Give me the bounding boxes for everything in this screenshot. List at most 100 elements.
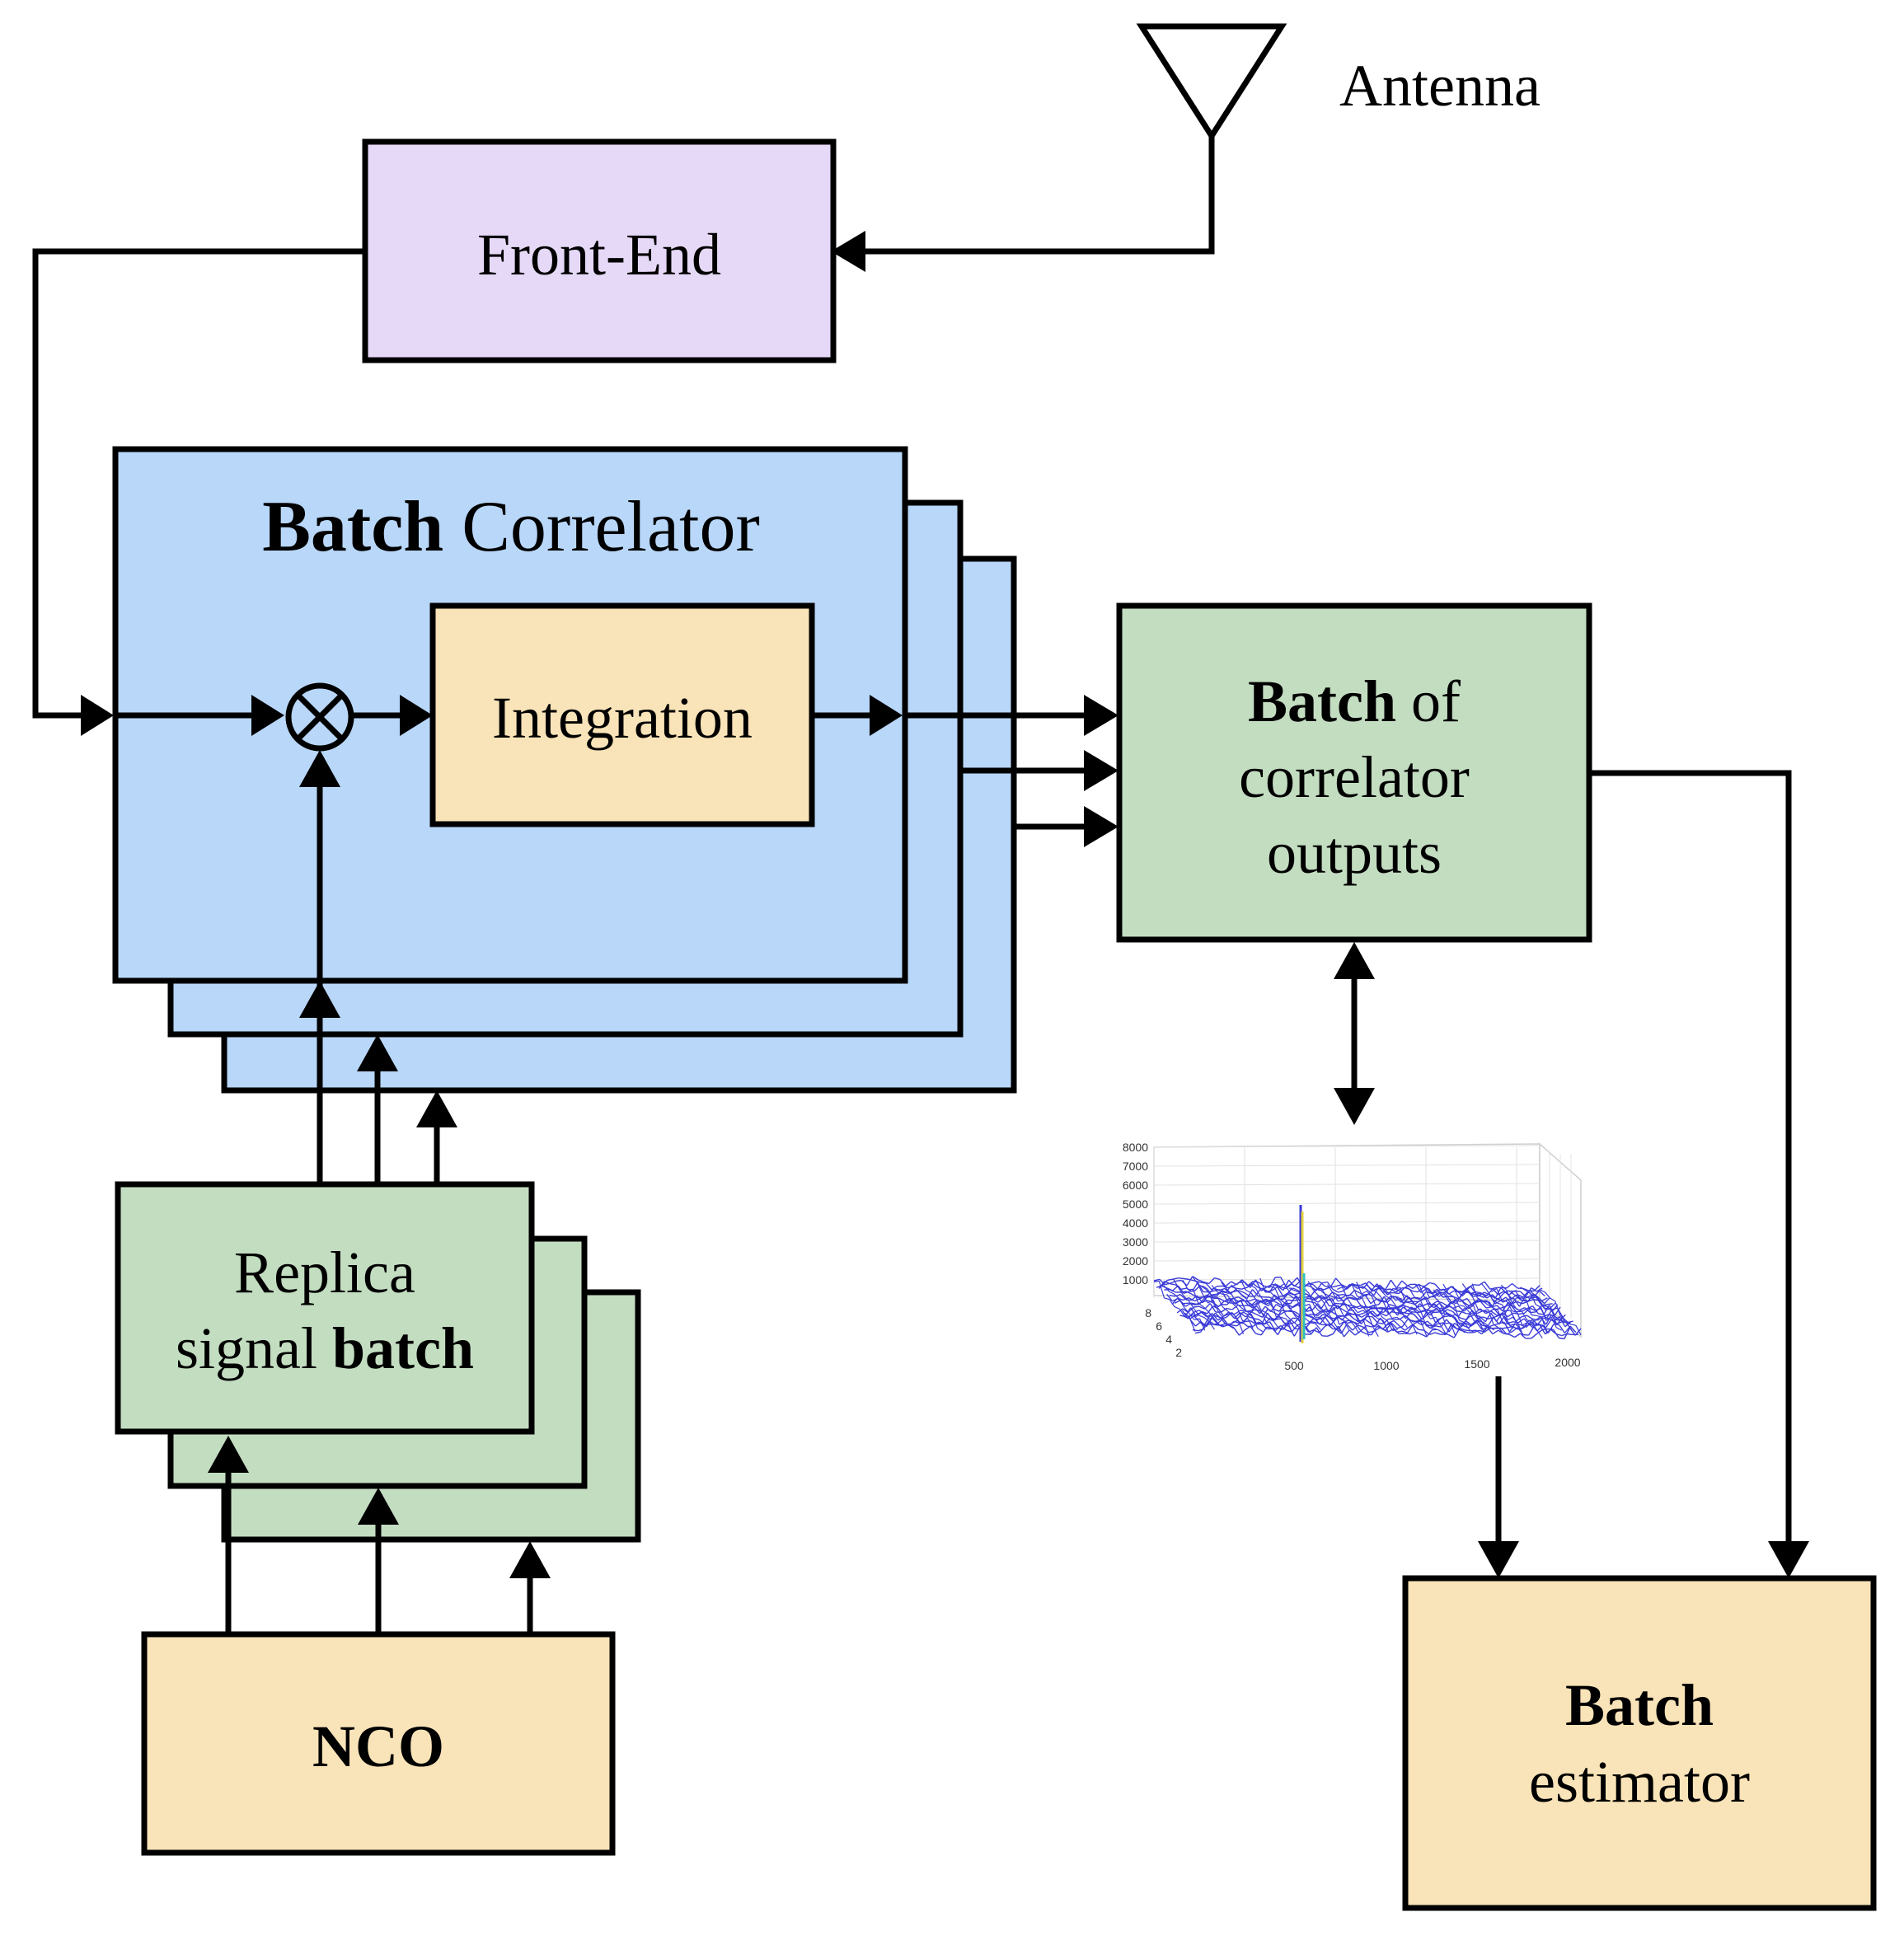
plot-noise-segment xyxy=(1468,1305,1475,1310)
plot-noise-segment xyxy=(1429,1282,1436,1285)
plot-noise-segment xyxy=(1570,1324,1576,1326)
plot-noise-segment xyxy=(1376,1298,1382,1301)
plot-noise-segment xyxy=(1395,1287,1400,1290)
plot-noise-segment xyxy=(1434,1332,1441,1335)
plot-noise-segment xyxy=(1550,1316,1557,1329)
plot-noise-segment xyxy=(1278,1283,1285,1288)
plot-noise-segment xyxy=(1493,1317,1500,1325)
plot-noise-segment xyxy=(1269,1317,1276,1320)
plot-noise-segment xyxy=(1478,1294,1484,1298)
plot-noise-segment xyxy=(1271,1297,1278,1303)
plot-noise-segment xyxy=(1292,1299,1299,1301)
plot-noise-segment xyxy=(1503,1290,1509,1295)
plot-noise-segment xyxy=(1414,1283,1420,1287)
plot-noise-segment xyxy=(1448,1333,1455,1338)
plot-noise-segment xyxy=(1520,1333,1526,1339)
plot-noise-segment xyxy=(1562,1316,1569,1324)
plot-gridline xyxy=(1153,1221,1541,1224)
plot-noise-segment xyxy=(1339,1320,1345,1325)
plot-noise-segment xyxy=(1444,1305,1451,1310)
plot-noise-segment xyxy=(1464,1322,1470,1331)
plot-noise-segment xyxy=(1222,1324,1229,1328)
plot-noise-segment xyxy=(1196,1301,1203,1305)
plot-noise-segment xyxy=(1383,1307,1390,1315)
plot-noise-segment xyxy=(1212,1299,1219,1312)
plot-noise-segment xyxy=(1392,1296,1399,1298)
batch-outputs-line3: outputs xyxy=(1267,820,1442,886)
plot-noise-segment xyxy=(1214,1277,1221,1281)
plot-noise-segment xyxy=(1178,1298,1185,1308)
plot-noise-segment xyxy=(1405,1306,1412,1313)
plot-noise-segment xyxy=(1362,1298,1368,1310)
plot-noise-segment xyxy=(1221,1282,1227,1290)
plot-noise-segment xyxy=(1491,1298,1498,1304)
plot-noise-segment xyxy=(1506,1282,1513,1289)
plot-noise-segment xyxy=(1266,1312,1273,1319)
plot-noise-segment xyxy=(1397,1305,1404,1309)
integration-label: Integration xyxy=(492,685,753,751)
plot-noise-segment xyxy=(1354,1323,1362,1332)
plot-noise-segment xyxy=(1375,1284,1381,1291)
plot-noise-segment xyxy=(1359,1294,1366,1301)
plot-noise-segment xyxy=(1195,1311,1202,1315)
plot-gridline xyxy=(1153,1145,1541,1148)
plot-noise-segment xyxy=(1486,1294,1493,1299)
plot-noise-segment xyxy=(1208,1277,1216,1284)
plot-noise-segment xyxy=(1321,1281,1328,1284)
plot-noise-segment xyxy=(1429,1332,1436,1336)
plot-noise-segment xyxy=(1222,1293,1228,1296)
plot-noise-segment xyxy=(1468,1306,1475,1315)
plot-noise-segment xyxy=(1343,1329,1350,1338)
plot-noise-segment xyxy=(1250,1325,1257,1334)
plot-noise-segment xyxy=(1463,1306,1470,1310)
plot-noise-segment xyxy=(1169,1299,1175,1307)
plot-noise-segment xyxy=(1414,1307,1420,1313)
plot-noise-segment xyxy=(1526,1299,1532,1315)
plot-noise-segment xyxy=(1462,1302,1469,1310)
plot-noise-segment xyxy=(1344,1321,1350,1331)
plot-noise-segment xyxy=(1244,1325,1251,1331)
plot-noise-segment xyxy=(1183,1295,1189,1301)
plot-noise-segment xyxy=(1271,1317,1278,1326)
plot-noise-segment xyxy=(1172,1278,1179,1288)
plot-noise-segment xyxy=(1493,1324,1499,1329)
plot-noise-segment xyxy=(1404,1283,1411,1289)
plot-noise-segment xyxy=(1192,1276,1198,1281)
plot-noise-segment xyxy=(1366,1333,1372,1336)
plot-noise-segment xyxy=(1304,1292,1311,1297)
plot-noise-segment xyxy=(1211,1317,1218,1324)
plot-noise-segment xyxy=(1452,1296,1460,1305)
plot-noise-segment xyxy=(1486,1326,1494,1335)
plot-noise-segment xyxy=(1332,1292,1339,1302)
plot-noise-segment xyxy=(1338,1325,1345,1338)
plot-noise-segment xyxy=(1237,1296,1245,1301)
plot-noise-segment xyxy=(1435,1316,1442,1326)
plot-noise-segment xyxy=(1485,1310,1492,1315)
plot-noise-segment xyxy=(1211,1285,1217,1292)
plot-noise-segment xyxy=(1333,1307,1340,1325)
plot-noise-segment xyxy=(1233,1327,1240,1336)
plot-noise-segment xyxy=(1448,1290,1455,1295)
plot-noise-segment xyxy=(1260,1326,1268,1336)
plot-noise-segment xyxy=(1438,1301,1446,1315)
plot-noise-segment xyxy=(1269,1321,1276,1332)
plot-noise-segment xyxy=(1356,1305,1362,1308)
plot-noise-segment xyxy=(1285,1315,1292,1320)
plot-noise-segment xyxy=(1532,1298,1539,1301)
plot-noise-segment xyxy=(1457,1308,1465,1318)
plot-noise-segment xyxy=(1483,1293,1490,1298)
plot-noise-segment xyxy=(1276,1301,1283,1306)
plot-noise-segment xyxy=(1311,1313,1318,1317)
plot-noise-segment xyxy=(1531,1324,1538,1332)
plot-noise-segment xyxy=(1381,1328,1389,1333)
plot-noise-segment xyxy=(1367,1314,1374,1328)
plot-noise-segment xyxy=(1287,1293,1294,1299)
outputs-to-estimator-wire xyxy=(1589,770,1809,1578)
plot-noise-segment xyxy=(1252,1282,1259,1289)
plot-noise-segment xyxy=(1367,1309,1373,1315)
plot-noise-segment xyxy=(1491,1287,1498,1293)
plot-noise-segment xyxy=(1382,1319,1389,1332)
plot-noise-segment xyxy=(1251,1316,1259,1329)
plot-noise-segment xyxy=(1369,1311,1376,1318)
plot-noise-segment xyxy=(1236,1287,1242,1290)
